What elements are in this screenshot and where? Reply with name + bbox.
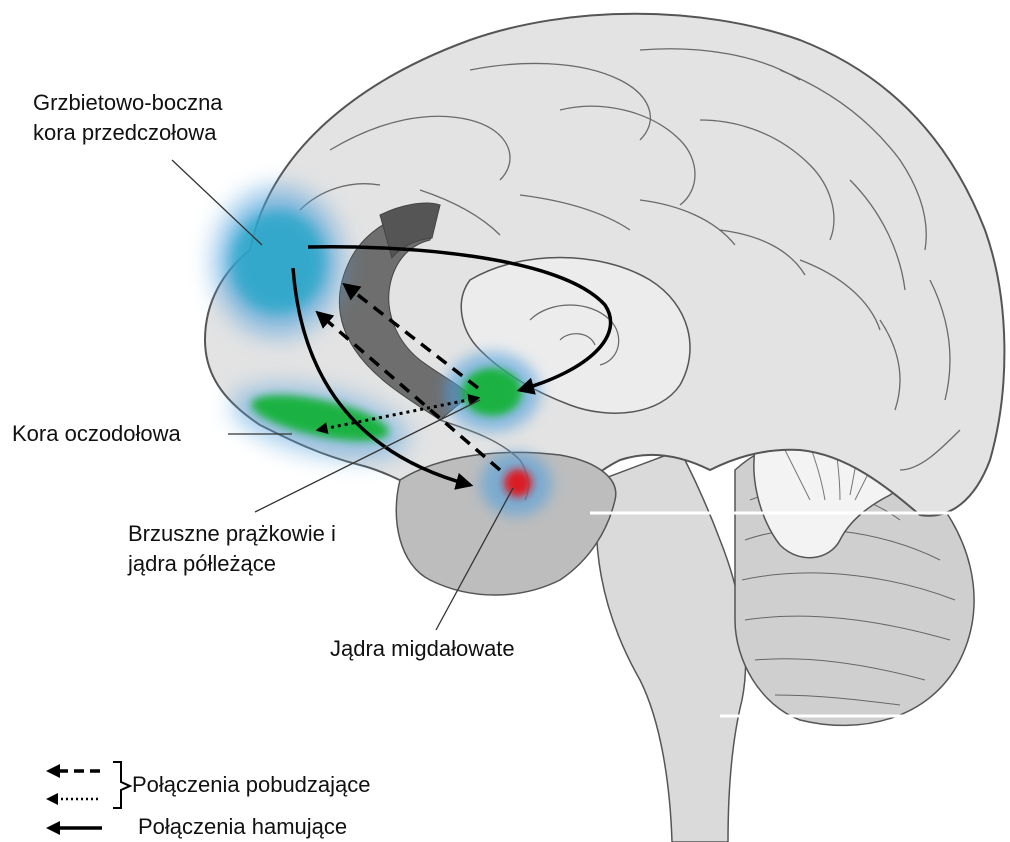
brainstem (596, 450, 745, 842)
label-ofc-text: Kora oczodołowa (12, 419, 181, 449)
legend-bracket-icon (113, 762, 130, 808)
legend-inhibitory-text: Połączenia hamujące (138, 812, 347, 842)
label-ventral-striatum: Brzuszne prążkowie i jądra półleżące (128, 519, 336, 579)
legend-excitatory-label: Połączenia pobudzające (132, 770, 371, 800)
amygdala-region (480, 452, 552, 516)
legend-solid-arrow-icon (46, 821, 102, 835)
label-ventral-striatum-line2: jądra półleżące (128, 549, 336, 579)
striatum-region (444, 352, 540, 432)
label-dlpfc: Grzbietowo-boczna kora przedczołowa (33, 88, 223, 148)
label-amygdala-text: Jądra migdałowate (330, 634, 515, 664)
label-dlpfc-line2: kora przedczołowa (33, 118, 223, 148)
dlpfc-region (213, 187, 343, 337)
label-ventral-striatum-line1: Brzuszne prążkowie i (128, 519, 336, 549)
legend-dashed-arrow-icon (46, 764, 100, 778)
legend-dotted-arrow-icon (46, 793, 100, 805)
label-dlpfc-line1: Grzbietowo-boczna (33, 88, 223, 118)
label-ofc: Kora oczodołowa (12, 419, 181, 449)
legend-inhibitory-label: Połączenia hamujące (138, 812, 347, 842)
label-amygdala: Jądra migdałowate (330, 634, 515, 664)
legend-excitatory-text: Połączenia pobudzające (132, 770, 371, 800)
